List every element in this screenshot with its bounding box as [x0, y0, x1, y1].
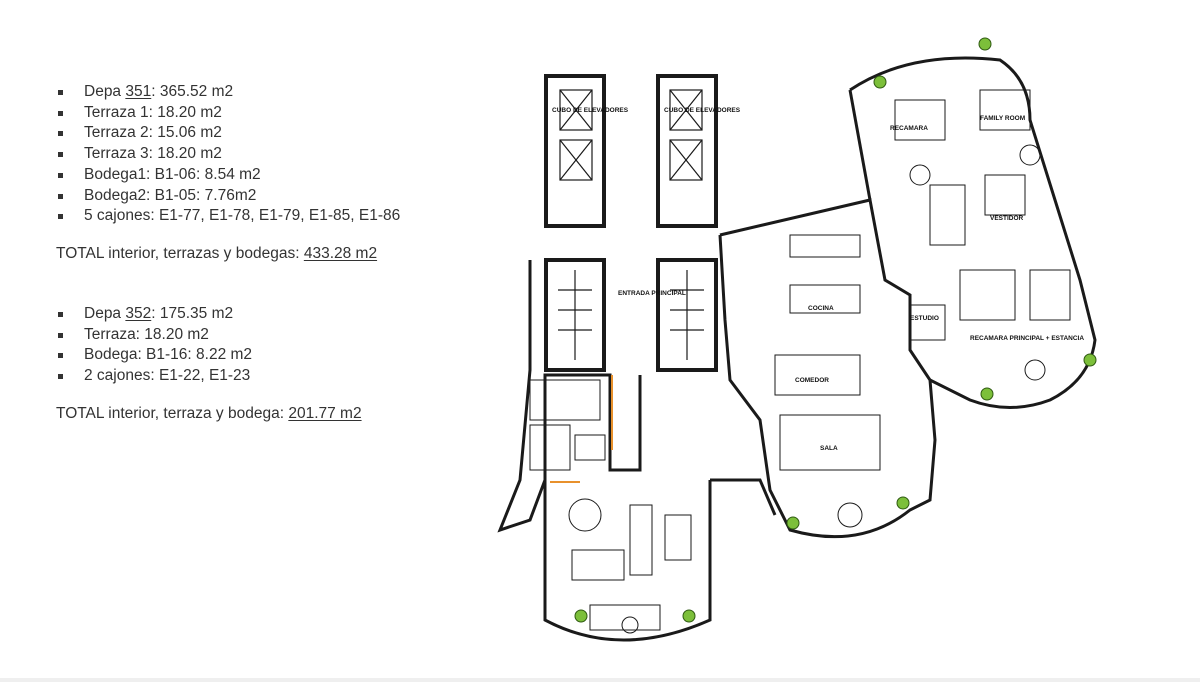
- label-bedroom: RECAMARA: [890, 125, 928, 132]
- bottom-band: [0, 678, 1200, 682]
- unit-352-total: TOTAL interior, terraza y bodega: 201.77…: [56, 404, 362, 422]
- elevator-shaft-right: [656, 74, 718, 228]
- label-kitchen: COCINA: [808, 305, 834, 312]
- plant-icons: [574, 37, 1097, 623]
- list-item: Terraza 2: 15.06 m2: [56, 123, 476, 144]
- bullet-icon: [58, 374, 63, 380]
- bullet-icon: [58, 152, 63, 158]
- bullet-icon: [58, 131, 63, 137]
- label-living: SALA: [820, 445, 838, 452]
- bullet-icon: [58, 332, 63, 338]
- stair-core-left: [544, 258, 606, 372]
- list-item: 2 cajones: E1-22, E1-23: [56, 366, 476, 387]
- bullet-icon: [58, 214, 63, 220]
- list-item: Depa 352: 175.35 m2: [56, 304, 476, 325]
- unit-summary: Depa 351: 365.52 m2 Terraza 1: 18.20 m2 …: [56, 82, 476, 424]
- unit-351-total: TOTAL interior, terrazas y bodegas: 433.…: [56, 244, 378, 262]
- bullet-icon: [58, 110, 63, 116]
- unit-352-list: Depa 352: 175.35 m2 Terraza: 18.20 m2 Bo…: [56, 304, 476, 387]
- label-tv-room: FAMILY ROOM: [980, 115, 1025, 122]
- unit-351-furniture: [774, 89, 1071, 528]
- label-elevator-shaft-1: CUBO DE ELEVADORES: [552, 107, 629, 114]
- list-item: Depa 351: 365.52 m2: [56, 82, 476, 103]
- list-item: Terraza 1: 18.20 m2: [56, 103, 476, 124]
- label-elevator-shaft-2: CUBO DE ELEVADORES: [664, 107, 741, 114]
- list-item: Terraza 3: 18.20 m2: [56, 144, 476, 165]
- total-value: 201.77 m2: [288, 404, 362, 422]
- list-item: Bodega1: B1-06: 8.54 m2: [56, 165, 476, 186]
- label-dining: COMEDOR: [795, 377, 829, 384]
- total-value: 433.28 m2: [303, 244, 378, 262]
- floor-plan: CUBO DE ELEVADORES CUBO DE ELEVADORES EN…: [490, 20, 1140, 660]
- floor-plan-drawing: CUBO DE ELEVADORES CUBO DE ELEVADORES EN…: [497, 37, 1097, 642]
- list-item: 5 cajones: E1-77, E1-78, E1-79, E1-85, E…: [56, 206, 476, 227]
- bullet-icon: [58, 311, 63, 317]
- unit-number: 352: [125, 304, 152, 322]
- unit-352-outline: [497, 260, 777, 642]
- unit-number: 351: [125, 83, 152, 100]
- bullet-icon: [58, 353, 63, 359]
- list-item: Bodega: B1-16: 8.22 m2: [56, 345, 476, 366]
- label-main-entrance: ENTRADA PRINCIPAL: [618, 290, 686, 297]
- label-master-bedroom: RECAMARA PRINCIPAL + ESTANCIA: [970, 335, 1084, 342]
- label-dressing: VESTIDOR: [990, 215, 1024, 222]
- unit-352-furniture: [529, 379, 692, 634]
- stair-core-right: [656, 258, 718, 372]
- door-accents: [550, 375, 613, 483]
- bullet-icon: [58, 172, 63, 178]
- unit-351-outline: [718, 56, 1097, 539]
- list-item: Bodega2: B1-05: 7.76m2: [56, 186, 476, 207]
- bullet-icon: [58, 193, 63, 199]
- unit-351-list: Depa 351: 365.52 m2 Terraza 1: 18.20 m2 …: [56, 82, 476, 227]
- label-study: ESTUDIO: [910, 315, 939, 322]
- elevator-shaft-left: [544, 74, 606, 228]
- list-item: Terraza: 18.20 m2: [56, 325, 476, 346]
- bullet-icon: [58, 90, 63, 95]
